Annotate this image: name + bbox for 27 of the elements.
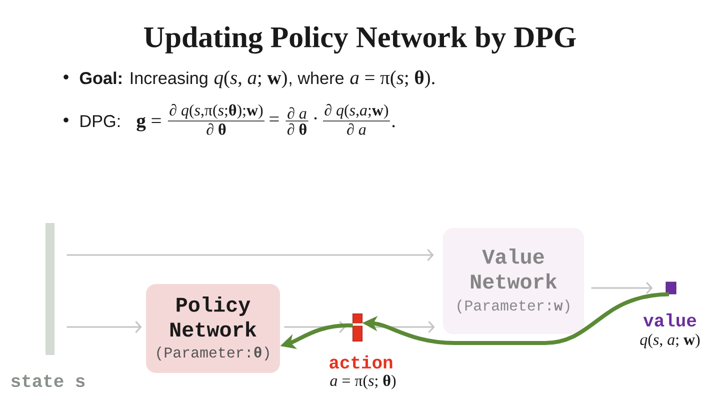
formula-text: ∂ a [347, 123, 366, 135]
formula-text: ∂ θ [206, 123, 226, 135]
arrow [66, 248, 434, 262]
statement-text: DPG: [80, 115, 120, 128]
formula-text: ∂ θ [287, 123, 306, 135]
node-caption: state s [11, 374, 85, 388]
formula-text: ∂ q(s,a;w) [324, 104, 388, 119]
node-caption: value [643, 313, 696, 327]
network-box: Policy Network (Parameter:θ) [146, 284, 280, 373]
formula-text: · [314, 117, 317, 120]
formula-text: a = π(s; θ) [330, 374, 396, 390]
statement-text: , where [290, 72, 344, 86]
formula-text: . [392, 124, 395, 128]
arrow [370, 320, 435, 334]
arrow [591, 282, 653, 294]
formula-text: q(s, a; w) [640, 334, 700, 348]
formula-text: a = π(s; θ). [350, 70, 434, 88]
node-caption: action [330, 355, 392, 369]
formula-text: ∂ a [288, 107, 306, 119]
formula-text: q(s, a; w) [214, 70, 287, 88]
formula-text: g = [136, 117, 161, 132]
title: Updating Policy Network by DPG [144, 26, 576, 54]
formula-text: ∂ q(s,π(s;θ);w) [170, 104, 263, 119]
formula-text: = [270, 116, 279, 122]
network-box: Value Network (Parameter:w) [443, 228, 584, 334]
arrow [66, 320, 142, 334]
statement-text: Goal: Increasing [80, 72, 208, 88]
